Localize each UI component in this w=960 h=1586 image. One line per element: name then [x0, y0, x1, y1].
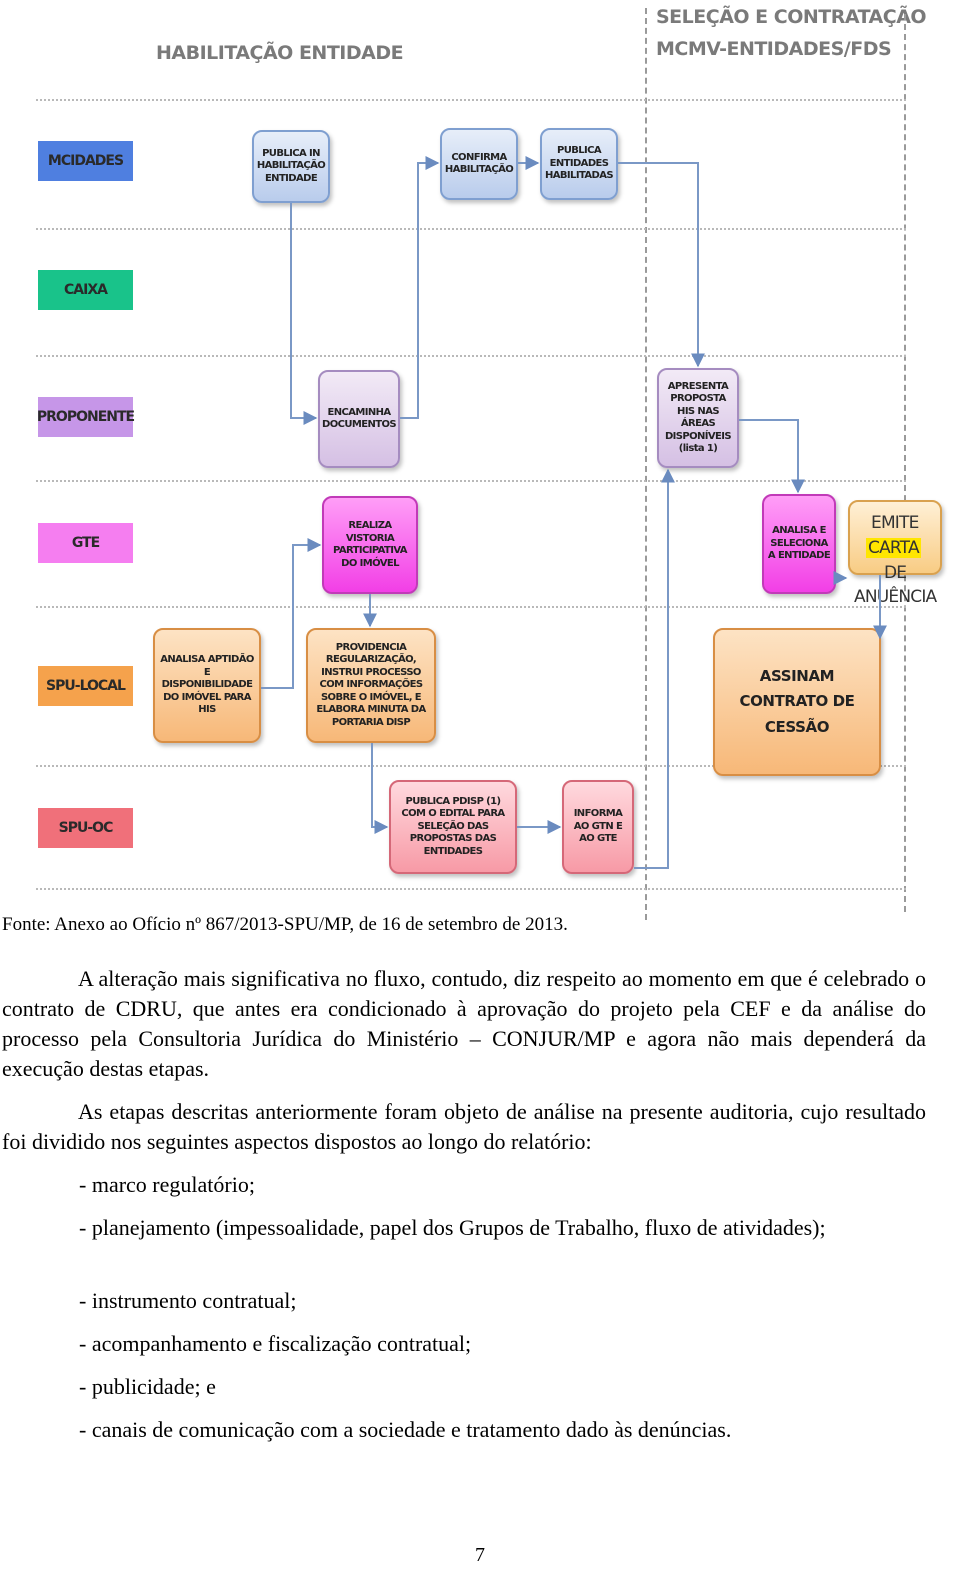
lane-divider	[36, 888, 906, 890]
box-publica-pdisp: PUBLICA PDISP (1) COM O EDITAL PARA SELE…	[389, 780, 517, 874]
paragraph-2: As etapas descritas anteriormente foram …	[2, 1099, 926, 1154]
arrow-aptidao-to-vistoria	[261, 538, 322, 689]
phase-title-habilitacao: HABILITAÇÃO ENTIDADE	[156, 42, 404, 64]
box-publica-habilitacao: PUBLICA IN HABILITAÇÃO ENTIDADE	[252, 130, 330, 203]
lane-divider	[36, 228, 906, 230]
arrow-informa-to-apresenta	[634, 468, 675, 869]
figure-caption: Fonte: Anexo ao Ofício nº 867/2013-SPU/M…	[2, 914, 568, 935]
box-assinam-contrato: ASSINAM CONTRATO DE CESSÃO	[713, 628, 881, 776]
emite-line-3: DE	[884, 563, 907, 583]
arrow-publica-to-encaminha	[290, 203, 318, 425]
emite-line-4: ANUÊNCIA	[854, 587, 937, 607]
emite-line-2: CARTA	[866, 538, 921, 558]
lane-divider	[36, 355, 906, 357]
list-item: - acompanhamento e fiscalização contratu…	[79, 1331, 472, 1356]
box-emite-carta	[848, 500, 942, 575]
arrow-apresenta-to-analisa	[739, 419, 805, 494]
arrow-encaminha-to-confirma	[400, 156, 440, 419]
flow-arrows	[261, 156, 887, 869]
box-providencia: PROVIDENCIA REGULARIZAÇÃO, INSTRUI PROCE…	[306, 628, 436, 743]
list-item: - marco regulatório;	[79, 1172, 255, 1197]
process-flow-diagram: HABILITAÇÃO ENTIDADE SELEÇÃO E CONTRATAÇ…	[36, 6, 942, 920]
phase-title-selecao: SELEÇÃO E CONTRATAÇÃO	[656, 6, 927, 28]
box-encaminha-documentos: ENCAMINHA DOCUMENTOS	[318, 370, 400, 468]
list-item: - publicidade; e	[79, 1374, 216, 1399]
lane-divider	[36, 99, 906, 101]
lane-divider	[36, 606, 906, 608]
box-analisa-aptidao: ANALISA APTIDÃO E DISPONIBILIDADE DO IMÓ…	[153, 628, 261, 743]
lane-label-spu-local: SPU-LOCAL	[38, 666, 133, 706]
box-informa-gtn: INFORMA AO GTN E AO GTE	[562, 780, 634, 874]
lane-label-caixa: CAIXA	[38, 270, 133, 310]
list-item: - instrumento contratual;	[79, 1288, 297, 1313]
arrow-publica-entidades-to-apresenta	[618, 162, 705, 368]
lane-divider	[36, 480, 906, 482]
lane-label-proponente: PROPONENTE	[37, 397, 135, 437]
list-item: - canais de comunicação com a sociedade …	[79, 1417, 732, 1442]
lane-label-spu-oc: SPU-OC	[38, 808, 133, 848]
phase-title-mcmv: MCMV-ENTIDADES/FDS	[656, 38, 892, 60]
arrow-providencia-to-pdisp	[371, 743, 389, 834]
paragraph-1: A alteração mais significativa no fluxo,…	[2, 966, 926, 1081]
box-confirma-habilitacao: CONFIRMA HABILITAÇÃO	[440, 128, 518, 200]
lane-label-mcidades: MCIDADES	[38, 141, 133, 181]
list-item: - planejamento (impessoalidade, papel do…	[79, 1215, 826, 1240]
lane-divider	[36, 765, 906, 767]
lane-label-gte: GTE	[38, 523, 133, 563]
phase-divider	[645, 8, 647, 920]
box-publica-entidades: PUBLICA ENTIDADES HABILITADAS	[540, 128, 618, 200]
box-realiza-vistoria: REALIZA VISTORIA PARTICIPATIVA DO IMÓVEL	[322, 496, 418, 594]
box-apresenta-proposta: APRESENTA PROPOSTA HIS NAS ÁREAS DISPONÍ…	[657, 368, 739, 468]
diagram-right-border	[904, 14, 906, 912]
box-analisa-seleciona: ANALISA E SELECIONA A ENTIDADE	[762, 494, 836, 594]
page-number: 7	[475, 1544, 485, 1566]
emite-line-1: EMITE	[871, 513, 919, 533]
